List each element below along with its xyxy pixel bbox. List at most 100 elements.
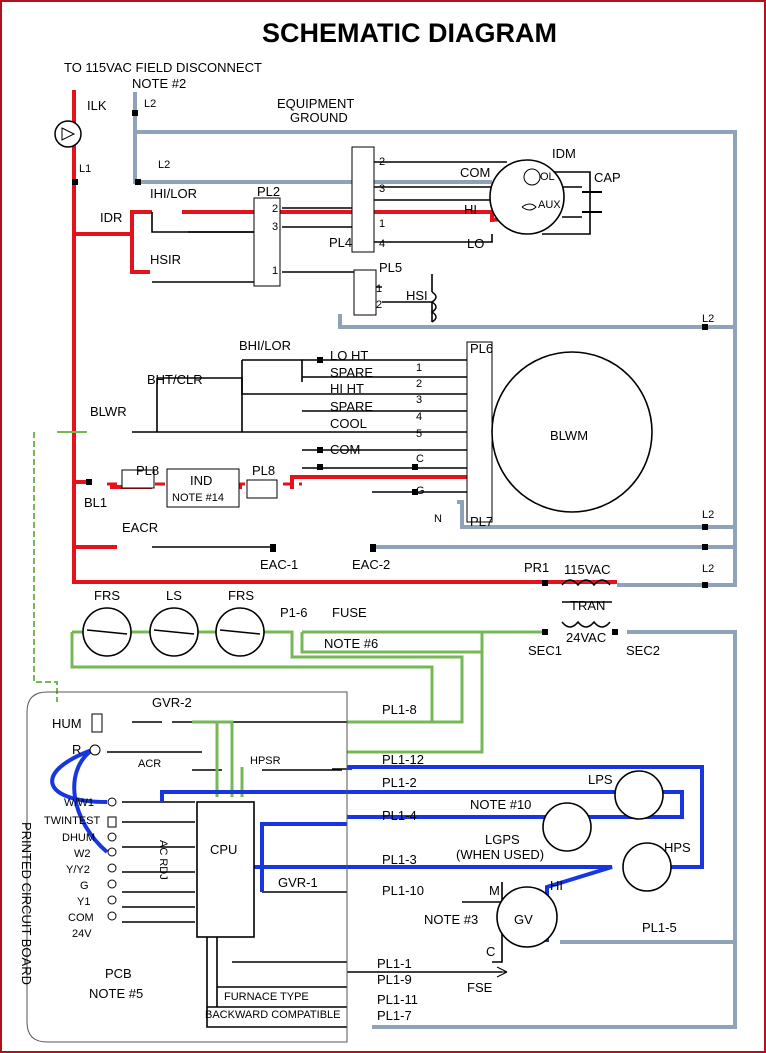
label-frs-1: FRS bbox=[94, 588, 120, 603]
idm-motor bbox=[489, 159, 565, 235]
hps-switch bbox=[622, 842, 672, 892]
label-lo-ht: LO HT bbox=[330, 348, 368, 363]
pl8-left bbox=[121, 469, 155, 489]
label-pl1-8: PL1-8 bbox=[382, 702, 417, 717]
label-n: N bbox=[434, 513, 442, 525]
label-field-disconnect: TO 115VAC FIELD DISCONNECT bbox=[64, 60, 262, 75]
label-pl1-7: PL1-7 bbox=[377, 1008, 412, 1023]
label-cool: COOL bbox=[330, 416, 367, 431]
label-y1: Y1 bbox=[77, 896, 90, 908]
label-pl1-2: PL1-2 bbox=[382, 775, 417, 790]
label-g: G bbox=[416, 485, 425, 497]
gas-valve bbox=[496, 886, 558, 948]
label-pl2: PL2 bbox=[257, 184, 280, 199]
label-pl2-pin1: 1 bbox=[272, 265, 278, 277]
label-hi-ht: HI HT bbox=[330, 381, 364, 396]
label-ww1: W/W1 bbox=[64, 797, 94, 809]
label-sec1: SEC1 bbox=[528, 643, 562, 658]
label-r: R bbox=[72, 742, 81, 757]
pl2-connector bbox=[253, 197, 281, 287]
label-pl5: PL5 bbox=[379, 260, 402, 275]
label-ground: GROUND bbox=[290, 110, 348, 125]
label-w2: W2 bbox=[74, 848, 91, 860]
neutral-wiring bbox=[133, 92, 737, 1029]
label-fuse: FUSE bbox=[332, 605, 367, 620]
page-title: SCHEMATIC DIAGRAM bbox=[262, 18, 557, 48]
label-pl1-1: PL1-1 bbox=[377, 956, 412, 971]
pl8-right bbox=[246, 479, 278, 499]
label-gv-c: C bbox=[486, 944, 495, 959]
label-tran: TRAN bbox=[570, 598, 605, 613]
label-eac1: EAC-1 bbox=[260, 557, 298, 572]
lps-switch bbox=[614, 770, 664, 820]
fse-arrow bbox=[477, 966, 508, 978]
label-pl5-pin2: 2 bbox=[376, 299, 382, 311]
label-note2: NOTE #2 bbox=[132, 76, 186, 91]
label-furnace-type: FURNACE TYPE bbox=[224, 991, 309, 1003]
label-pl7: PL7 bbox=[470, 514, 493, 529]
switch-blades bbox=[86, 629, 261, 635]
label-aux: AUX bbox=[538, 199, 561, 211]
label-note10: NOTE #10 bbox=[470, 797, 531, 812]
label-idm: IDM bbox=[552, 146, 576, 161]
label-note14: NOTE #14 bbox=[172, 492, 224, 504]
hum-terminal bbox=[91, 713, 103, 733]
label-dhum: DHUM bbox=[62, 832, 95, 844]
label-lgps: LGPS bbox=[485, 832, 520, 847]
label-pl1-12: PL1-12 bbox=[382, 752, 424, 767]
label-frs-2: FRS bbox=[228, 588, 254, 603]
cpu-block bbox=[196, 801, 255, 938]
label-pl4-pin3: 3 bbox=[379, 183, 385, 195]
ind-box bbox=[166, 468, 240, 508]
label-backward-compatible: BACKWARD COMPATIBLE bbox=[205, 1009, 340, 1021]
label-l2-second: L2 bbox=[158, 159, 170, 171]
label-ihi-lor: IHI/LOR bbox=[150, 186, 197, 201]
cap-capacitor bbox=[582, 191, 602, 213]
label-pr1: PR1 bbox=[524, 560, 549, 575]
pl4-connector bbox=[351, 146, 375, 253]
label-ls: LS bbox=[166, 588, 182, 603]
label-ilk: ILK bbox=[87, 98, 107, 113]
label-pl1-4: PL1-4 bbox=[382, 808, 417, 823]
label-hsi: HSI bbox=[406, 288, 428, 303]
ilk-switch bbox=[54, 120, 82, 148]
label-note3: NOTE #3 bbox=[424, 912, 478, 927]
label-yy2: Y/Y2 bbox=[66, 864, 90, 876]
label-m: M bbox=[489, 883, 500, 898]
label-twintest: TWINTEST bbox=[44, 815, 100, 827]
dashed-blwr-wire bbox=[33, 432, 58, 702]
label-24v: 24V bbox=[72, 928, 92, 940]
connector-ticks bbox=[72, 110, 708, 635]
label-bht-clr: BHT/CLR bbox=[147, 372, 203, 387]
label-pl2-pin3: 3 bbox=[272, 221, 278, 233]
label-lo: LO bbox=[467, 236, 484, 251]
label-gv-hi: HI bbox=[550, 878, 563, 893]
label-printed-circuit-board: PRINTED CIRCUIT BOARD bbox=[19, 822, 34, 985]
label-note6: NOTE #6 bbox=[324, 636, 378, 651]
label-pl1-9: PL1-9 bbox=[377, 972, 412, 987]
label-spare-2: SPARE bbox=[330, 399, 373, 414]
label-ac-rdj: AC RDJ bbox=[157, 840, 169, 880]
label-l2-pr1: L2 bbox=[702, 563, 714, 575]
label-pl6-pin2: 2 bbox=[416, 378, 422, 390]
label-p1-6: P1-6 bbox=[280, 605, 307, 620]
label-idr: IDR bbox=[100, 210, 122, 225]
label-hi: HI bbox=[464, 202, 477, 217]
label-pl6-pin4: 4 bbox=[416, 411, 422, 423]
label-hps: HPS bbox=[664, 840, 691, 855]
pcb-terminals bbox=[107, 797, 117, 921]
label-bl1: BL1 bbox=[84, 495, 107, 510]
label-pl5-pin1: 1 bbox=[376, 283, 382, 295]
label-pcb: PCB bbox=[105, 966, 132, 981]
label-gvr1: GVR-1 bbox=[278, 875, 318, 890]
label-when-used: (WHEN USED) bbox=[456, 847, 544, 862]
label-pl2-pin2: 2 bbox=[272, 203, 278, 215]
label-pl1-5: PL1-5 bbox=[642, 920, 677, 935]
label-pl6-pin1: 1 bbox=[416, 362, 422, 374]
label-l2-top: L2 bbox=[144, 98, 156, 110]
label-blwr: BLWR bbox=[90, 404, 127, 419]
label-cap: CAP bbox=[594, 170, 621, 185]
label-blwm: BLWM bbox=[550, 428, 588, 443]
r-terminal bbox=[89, 744, 101, 756]
